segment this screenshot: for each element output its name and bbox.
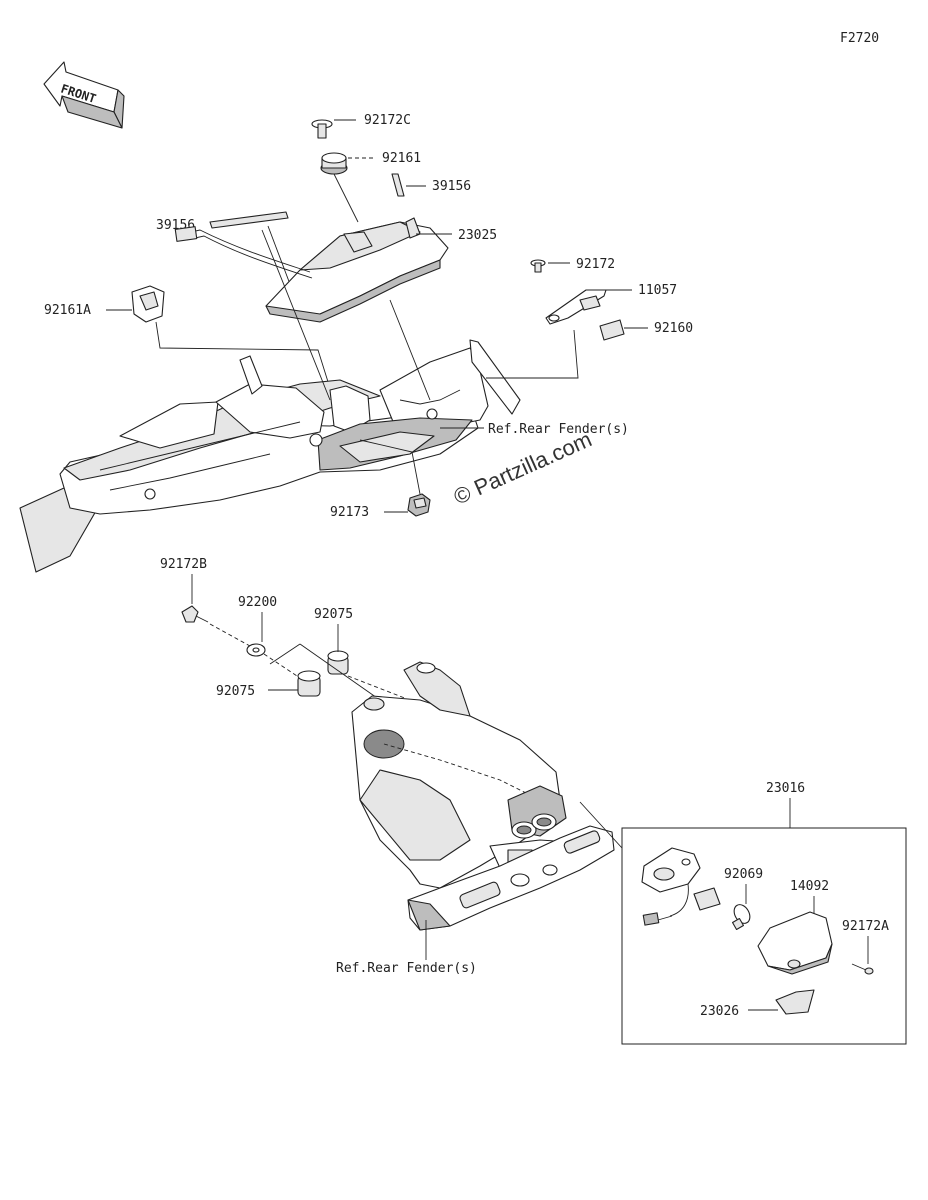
assembly-23016-box xyxy=(621,827,907,1045)
part-92075-grommet-left xyxy=(297,670,321,697)
part-92200-washer xyxy=(246,643,266,657)
label-92160: 92160 xyxy=(654,321,693,336)
part-92161A-grommet xyxy=(131,285,165,323)
part-92160-pad xyxy=(599,319,625,341)
label-92172B: 92172B xyxy=(160,557,207,572)
label-92172: 92172 xyxy=(576,257,615,272)
diagram-code: F2720 xyxy=(840,31,879,46)
part-92075-grommet-top xyxy=(327,650,349,675)
label-92200: 92200 xyxy=(238,595,277,610)
cable-connector-icon xyxy=(174,226,198,242)
part-39156-strip-left xyxy=(209,211,289,229)
part-92069-bulb xyxy=(731,904,751,931)
part-92172-screw xyxy=(530,259,546,273)
part-92172B-bolt xyxy=(181,605,209,623)
rear-fender-frame xyxy=(19,339,521,573)
part-39156-strip-right xyxy=(391,173,405,197)
label-ref-rear-fender-top: Ref.Rear Fender(s) xyxy=(488,422,629,437)
label-92172A: 92172A xyxy=(842,919,889,934)
label-11057: 11057 xyxy=(638,283,677,298)
label-14092: 14092 xyxy=(790,879,829,894)
label-23026: 23026 xyxy=(700,1004,739,1019)
cable xyxy=(181,229,311,273)
license-plate-bracket xyxy=(351,661,615,931)
part-92161-grommet xyxy=(320,152,348,175)
label-92173: 92173 xyxy=(330,505,369,520)
part-92172C-screw xyxy=(311,119,333,139)
label-23025: 23025 xyxy=(458,228,497,243)
label-39156-right: 39156 xyxy=(432,179,471,194)
part-23026-lens xyxy=(775,989,815,1015)
label-92161: 92161 xyxy=(382,151,421,166)
part-92172A-screw xyxy=(851,963,874,975)
label-92172C: 92172C xyxy=(364,113,411,128)
light-socket-housing xyxy=(641,847,721,926)
watermark: © Partzilla.com xyxy=(450,426,596,509)
part-14092-lens-cover xyxy=(757,911,833,975)
part-92173-clip xyxy=(407,493,431,517)
label-23016: 23016 xyxy=(766,781,805,796)
label-ref-rear-fender-bottom: Ref.Rear Fender(s) xyxy=(336,961,477,976)
label-92075-top: 92075 xyxy=(314,607,353,622)
part-11057-bracket xyxy=(545,289,607,325)
front-arrow-icon: FRONT xyxy=(43,61,125,129)
label-92069: 92069 xyxy=(724,867,763,882)
label-92075-left: 92075 xyxy=(216,684,255,699)
part-seat-cover-23025 xyxy=(265,217,449,323)
label-92161A: 92161A xyxy=(44,303,91,318)
